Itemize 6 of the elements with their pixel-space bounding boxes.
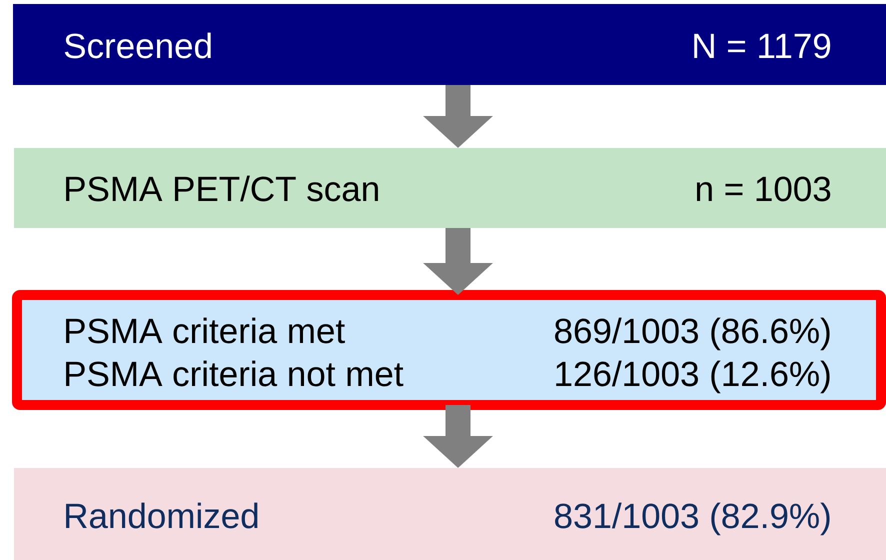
stage-label: Randomized <box>66 502 258 528</box>
count-label: 831/1003 (82.9%) <box>555 502 830 536</box>
stage-label: Screened <box>64 32 211 58</box>
count-label: N = 1179 <box>694 34 830 58</box>
count-label: n = 1003 <box>696 176 830 202</box>
stage-label: PSMA PET/CT scan <box>66 176 378 202</box>
